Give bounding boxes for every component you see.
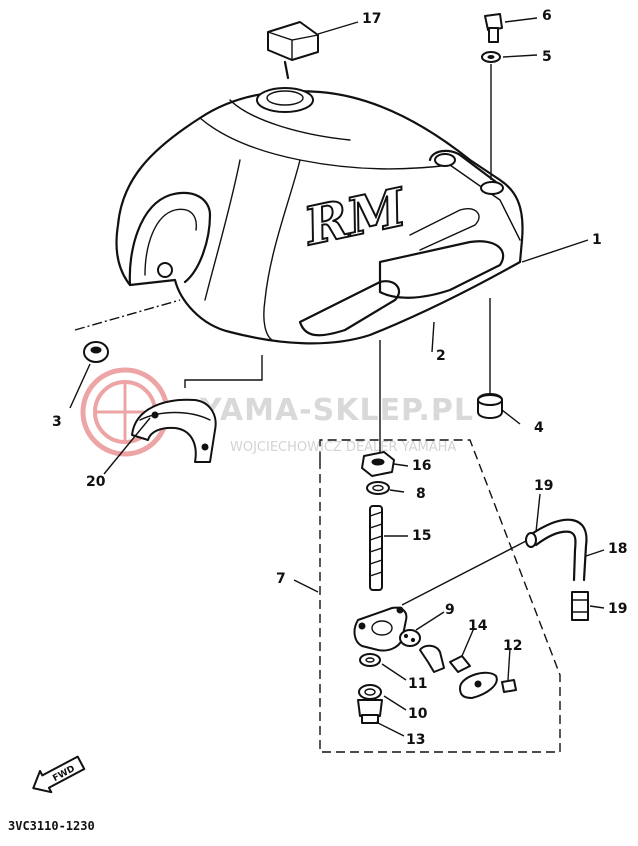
sediment-cup <box>357 699 383 724</box>
screw-12 <box>501 679 517 693</box>
fuel-cap <box>267 21 319 80</box>
o-ring-8 <box>366 481 390 495</box>
hose-clip-lower <box>571 591 589 621</box>
damper-axis-line <box>74 299 181 331</box>
watermark: YAMA-SKLEP.PL WOJCIECHOWICZ DEALER YAMAH… <box>80 367 474 457</box>
tank-mount-boss <box>157 262 173 278</box>
fuel-hose <box>528 518 588 582</box>
gasket-9 <box>399 629 421 647</box>
callout-19-lower: 19 <box>608 601 627 617</box>
callout-4: 4 <box>534 420 544 436</box>
callouts: 17 6 5 1 2 3 4 20 16 8 15 7 19 18 19 9 1… <box>52 8 627 748</box>
callout-20: 20 <box>86 474 106 490</box>
tank-band <box>131 398 217 463</box>
forward-arrow-icon: FWD <box>32 755 86 794</box>
callout-17: 17 <box>362 11 381 27</box>
tank-rear-tab <box>434 153 456 167</box>
damper-4 <box>477 393 503 419</box>
bolt <box>484 13 503 43</box>
callout-12: 12 <box>503 638 522 654</box>
filter-pipe <box>369 505 383 591</box>
callout-7: 7 <box>276 571 286 587</box>
hose-connection-line <box>401 539 529 606</box>
band-leader-line <box>184 355 263 388</box>
watermark-brand: YAMA-SKLEP.PL <box>199 393 474 428</box>
callout-11: 11 <box>408 676 427 692</box>
nut-16 <box>361 451 395 477</box>
leader-lines <box>69 17 605 737</box>
tank-bolt-hole <box>480 181 504 195</box>
callout-6: 6 <box>542 8 552 24</box>
callout-13: 13 <box>406 732 425 748</box>
spring-14 <box>449 655 471 673</box>
tank-logo: RM <box>298 177 413 258</box>
callout-18: 18 <box>608 541 627 557</box>
petcock-plate <box>459 671 498 699</box>
o-ring-11 <box>359 653 381 667</box>
callout-19-upper: 19 <box>534 478 553 494</box>
petcock-body <box>353 606 408 652</box>
drawing-code: 3VC3110-1230 <box>8 819 95 833</box>
callout-16: 16 <box>412 458 431 474</box>
callout-3: 3 <box>52 414 62 430</box>
callout-5: 5 <box>542 49 552 65</box>
hose-clip-upper <box>525 532 537 548</box>
callout-10: 10 <box>408 706 428 722</box>
callout-2: 2 <box>436 348 446 364</box>
fuel-tank: RM <box>115 87 524 345</box>
callout-1: 1 <box>592 232 602 248</box>
callout-8: 8 <box>416 486 426 502</box>
callout-14: 14 <box>468 618 488 634</box>
washer-5 <box>481 51 501 63</box>
o-ring-10 <box>358 684 382 700</box>
callout-9: 9 <box>445 602 455 618</box>
petcock-assembly-boundary <box>319 439 561 753</box>
callout-15: 15 <box>412 528 431 544</box>
damper-3 <box>83 341 109 363</box>
petcock-lever <box>419 644 445 673</box>
watermark-tagline: WOJCIECHOWICZ DEALER YAMAHA <box>230 440 456 455</box>
